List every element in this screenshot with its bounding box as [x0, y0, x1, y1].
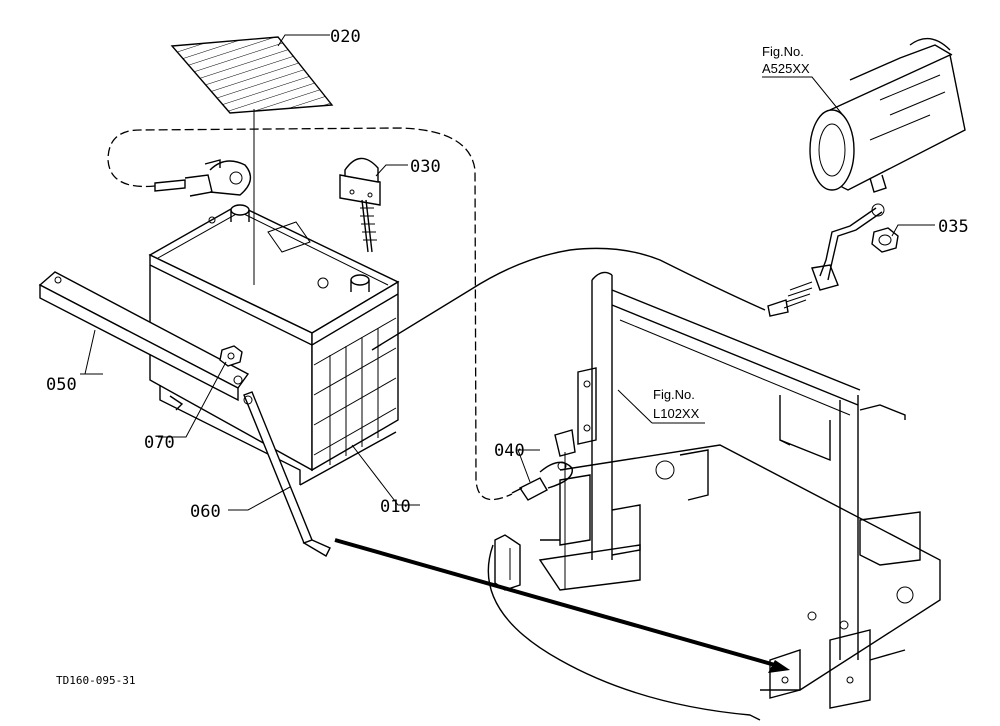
label-040: 040 — [494, 441, 525, 461]
drawing-id: TD160-095-31 — [56, 674, 135, 687]
cable-routing — [107, 127, 766, 501]
starter-nut — [871, 227, 899, 253]
ref-a525-title: Fig.No. — [762, 44, 804, 59]
label-010: 010 — [380, 497, 411, 517]
starter-motor — [809, 37, 966, 193]
label-050: 050 — [46, 375, 77, 395]
terminal-cover — [339, 157, 381, 253]
battery-grille — [313, 317, 397, 465]
assembly-arrow — [334, 538, 790, 673]
label-060: 060 — [190, 502, 221, 522]
hold-down-rod — [243, 391, 331, 557]
sticker-plate — [170, 36, 334, 114]
hold-down-bracket — [38, 271, 250, 411]
ref-l102-code: L102XX — [653, 406, 700, 421]
ground-cable-terminal — [511, 429, 576, 590]
nut — [219, 345, 243, 367]
starter-cable — [767, 203, 885, 317]
negative-cable-terminal — [154, 159, 252, 197]
label-070: 070 — [144, 433, 175, 453]
label-020: 020 — [330, 27, 361, 47]
leader-lines — [80, 34, 935, 511]
ref-l102-title: Fig.No. — [653, 387, 695, 402]
label-035: 035 — [938, 217, 969, 237]
label-030: 030 — [410, 157, 441, 177]
machine-frame — [487, 271, 941, 721]
ref-a525-code: A525XX — [762, 61, 810, 76]
